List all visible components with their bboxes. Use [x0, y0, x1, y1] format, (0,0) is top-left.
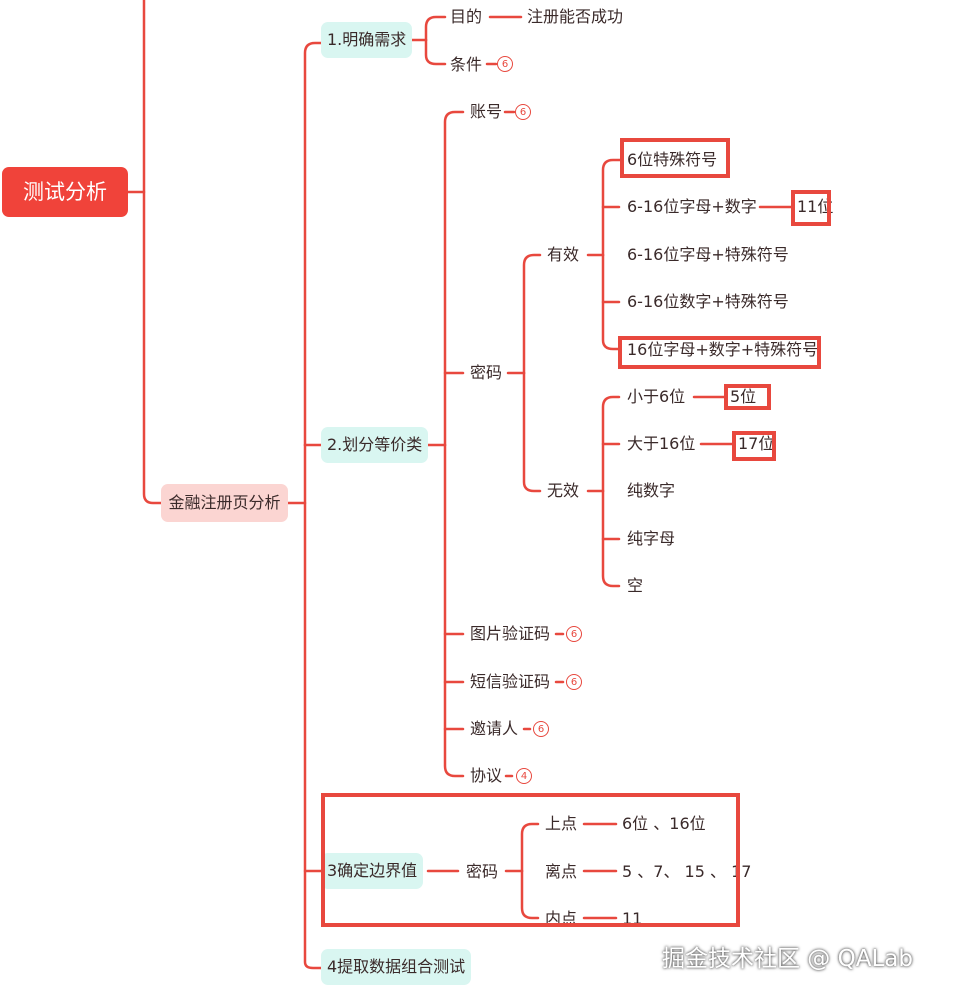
highlight-box [620, 138, 730, 178]
valid-node[interactable]: 有效 [547, 245, 580, 264]
boundary-password-node[interactable]: 密码 [466, 862, 499, 881]
inviter-node[interactable]: 邀请人 [470, 719, 519, 738]
valid-item[interactable]: 6位特殊符号 [627, 150, 718, 169]
collapsed-count-badge[interactable]: 6 [497, 56, 513, 72]
purpose-value[interactable]: 注册能否成功 [527, 7, 624, 26]
password-node[interactable]: 密码 [470, 363, 503, 382]
off-point-node[interactable]: 离点 [545, 862, 578, 881]
conditions-node[interactable]: 条件 [450, 55, 483, 74]
invalid-item[interactable]: 小于6位 [627, 387, 686, 406]
sms-code-node[interactable]: 短信验证码 [470, 672, 551, 691]
step4-node[interactable]: 4提取数据组合测试 [321, 949, 472, 985]
highlight-box [732, 431, 776, 461]
agreement-node[interactable]: 协议 [470, 766, 503, 785]
highlight-box [618, 336, 821, 369]
root-node[interactable]: 测试分析 [2, 167, 128, 217]
valid-item[interactable]: 6-16位数字+特殊符号 [627, 292, 789, 311]
image-captcha-node[interactable]: 图片验证码 [470, 624, 551, 643]
collapsed-count-badge[interactable]: 6 [515, 104, 531, 120]
purpose-node[interactable]: 目的 [450, 7, 483, 26]
off-point-value[interactable]: 5 、7、 15 、 17 [622, 862, 752, 881]
valid-item[interactable]: 6-16位字母+数字 [627, 197, 757, 216]
highlight-box [791, 190, 831, 226]
invalid-item[interactable]: 大于16位 [627, 434, 696, 453]
collapsed-count-badge[interactable]: 6 [566, 626, 582, 642]
on-point-value[interactable]: 6位 、16位 [622, 814, 706, 833]
collapsed-count-badge[interactable]: 4 [516, 768, 532, 784]
watermark: 掘金技术社区 @ QALab [662, 946, 913, 972]
highlight-box [724, 384, 771, 410]
example-value[interactable]: 5位 [730, 387, 757, 406]
invalid-item[interactable]: 空 [627, 576, 644, 595]
invalid-item[interactable]: 纯数字 [627, 481, 676, 500]
step2-node[interactable]: 2.划分等价类 [321, 427, 429, 463]
step3-node[interactable]: 3确定边界值 [321, 853, 424, 889]
valid-item[interactable]: 16位字母+数字+特殊符号 [627, 340, 819, 359]
on-point-node[interactable]: 上点 [545, 814, 578, 833]
valid-item[interactable]: 6-16位字母+特殊符号 [627, 245, 789, 264]
example-value[interactable]: 11位 [797, 197, 834, 216]
invalid-node[interactable]: 无效 [547, 481, 580, 500]
collapsed-count-badge[interactable]: 6 [533, 721, 549, 737]
account-node[interactable]: 账号 [470, 102, 503, 121]
boundary-highlight-box [321, 793, 740, 927]
example-value[interactable]: 17位 [738, 434, 775, 453]
branch-node[interactable]: 金融注册页分析 [161, 484, 288, 522]
invalid-item[interactable]: 纯字母 [627, 529, 676, 548]
collapsed-count-badge[interactable]: 6 [566, 674, 582, 690]
step1-node[interactable]: 1.明确需求 [321, 22, 413, 58]
